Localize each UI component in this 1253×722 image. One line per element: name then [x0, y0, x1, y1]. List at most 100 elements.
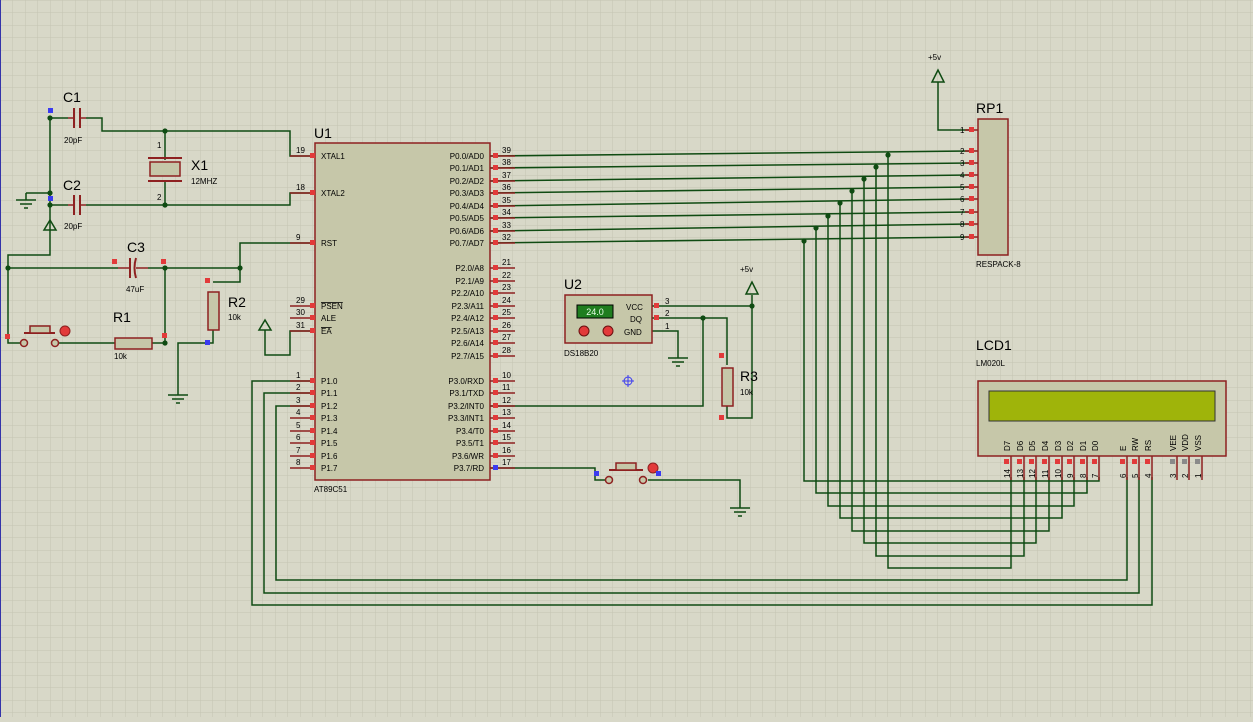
- wire-d0-lcd: [887, 155, 1012, 569]
- u1-pin-marker-25: [493, 315, 498, 320]
- u1-pin-name-p0-6-ad6: P0.6/AD6: [450, 227, 485, 236]
- u1-pin-num-3: 3: [296, 396, 301, 405]
- u1-pin-name-psen: PSEN: [321, 302, 343, 311]
- crystal-x1[interactable]: 1 2 X1 12MHZ: [148, 141, 217, 202]
- u1-pin-num-4: 4: [296, 408, 301, 417]
- u1-pin-marker-1: [310, 378, 315, 383]
- u1-pin-name-p0-1-ad1: P0.1/AD1: [450, 164, 485, 173]
- u2-pin-num-1: 1: [665, 322, 670, 331]
- rp1-pin-num-8: 8: [960, 220, 965, 229]
- lcd1-pin-num-8: 8: [1079, 473, 1088, 478]
- u1-left-pins: 19XTAL118XTAL29RST29PSEN30ALE31EA1P1.02P…: [290, 146, 345, 473]
- wire-sw1-left: [7, 338, 20, 344]
- switch-knob-sw1[interactable]: [59, 325, 71, 337]
- lcd1-pin-marker-12: [1029, 459, 1034, 464]
- u1-pin-name-p1-0: P1.0: [321, 377, 338, 386]
- junction-dots: [5, 115, 891, 346]
- u1-pin-num-25: 25: [502, 308, 511, 317]
- power-arrow-left: [42, 218, 58, 231]
- u1-pin-num-21: 21: [502, 258, 511, 267]
- u2-temp-down-button[interactable]: [578, 325, 590, 337]
- u1-pin-name-p2-1-a9: P2.1/A9: [456, 277, 485, 286]
- rp1-pin-marker-7: [969, 209, 974, 214]
- lcd1-pin-name-d3: D3: [1054, 440, 1063, 451]
- u1-pin-num-39: 39: [502, 146, 511, 155]
- lcd1-pin-name-d7: D7: [1003, 440, 1012, 451]
- u1-pin-name-p3-7-rd: P3.7/RD: [454, 464, 484, 473]
- mcu-u1[interactable]: U1 AT89C51 19XTAL118XTAL29RST29PSEN30ALE…: [290, 125, 515, 494]
- lcd1-pin-num-4: 4: [1144, 473, 1153, 478]
- u2-temp-display: [576, 304, 614, 319]
- resistor-r3[interactable]: R3 10k: [719, 353, 758, 420]
- u1-pin-num-13: 13: [502, 408, 511, 417]
- label-r2: R2: [228, 294, 246, 310]
- value-r3: 10k: [740, 388, 754, 397]
- u1-pin-name-p1-2: P1.2: [321, 402, 338, 411]
- capacitor-c2[interactable]: C2 20pF: [48, 177, 86, 231]
- pushbutton-sw2[interactable]: [594, 462, 661, 485]
- junction-dot: [700, 315, 706, 321]
- u1-pin-name-ea: EA: [321, 327, 332, 336]
- u1-pin-marker-10: [493, 378, 498, 383]
- u2-pin-label-dq: DQ: [630, 315, 642, 324]
- pin-marker-u2-vcc: [654, 303, 659, 308]
- rp1-pin-marker-2: [969, 148, 974, 153]
- lcd1-pin-marker-4: [1145, 459, 1150, 464]
- u2-pin-num-3: 3: [665, 297, 670, 306]
- lcd1-pin-name-vss: VSS: [1194, 435, 1203, 451]
- junction-dot: [5, 265, 11, 271]
- junction-dot: [162, 202, 168, 208]
- u1-pin-name-p0-3-ad3: P0.3/AD3: [450, 189, 485, 198]
- lcd1-pin-num-1: 1: [1194, 473, 1203, 478]
- power-arrow-u2: [744, 280, 760, 295]
- sensor-u2[interactable]: 24.0 VCC DQ GND 3 2 1 U2 DS18B20: [564, 276, 670, 358]
- u1-pin-marker-33: [493, 228, 498, 233]
- u1-pin-name-p2-3-a11: P2.3/A11: [452, 302, 485, 311]
- u1-pin-num-5: 5: [296, 421, 301, 430]
- u1-pin-marker-34: [493, 215, 498, 220]
- u1-pin-marker-3: [310, 403, 315, 408]
- capacitor-c1[interactable]: C1 20pF: [48, 89, 86, 145]
- switch-knob-sw2[interactable]: [647, 462, 659, 474]
- u1-pin-marker-23: [493, 290, 498, 295]
- lcd1-pin-name-d1: D1: [1079, 440, 1088, 451]
- u2-temp-up-button[interactable]: [602, 325, 614, 337]
- u1-pin-marker-15: [493, 440, 498, 445]
- rp1-part-name: RESPACK-8: [976, 260, 1021, 269]
- pin-marker-sw2-left: [594, 471, 599, 476]
- rp1-pin-num-3: 3: [960, 159, 965, 168]
- u1-pin-marker-17: [493, 465, 498, 470]
- rp1-pin-marker-4: [969, 172, 974, 177]
- resistor-r2[interactable]: R2 10k: [205, 278, 246, 345]
- pin-marker-r3-bottom: [719, 415, 724, 420]
- u1-pin-name-p2-7-a15: P2.7/A15: [451, 352, 484, 361]
- capacitor-c3[interactable]: C3 47uF: [112, 239, 166, 294]
- lcd1-part-name: LM020L: [976, 359, 1005, 368]
- lcd1-pin-marker-1: [1195, 459, 1200, 464]
- lcd1-pin-marker-5: [1132, 459, 1137, 464]
- rp1-body[interactable]: [977, 118, 1009, 256]
- u1-pin-marker-13: [493, 415, 498, 420]
- pushbutton-sw1[interactable]: [5, 325, 71, 348]
- wire-r3-bottom: [726, 306, 753, 419]
- rp1-pin-num-6: 6: [960, 195, 965, 204]
- ground-symbol-u2: [668, 357, 688, 367]
- junction-dot: [801, 238, 807, 244]
- pin-marker-c1: [48, 108, 53, 113]
- wire-sw2-gnd: [648, 479, 741, 508]
- u1-body[interactable]: [314, 142, 491, 481]
- u1-pin-name-p1-5: P1.5: [321, 439, 338, 448]
- u1-pin-name-p3-3-int1: P3.3/INT1: [448, 414, 485, 423]
- rp1-pin-num-9: 9: [960, 233, 965, 242]
- lcd1-pin-name-d0: D0: [1091, 440, 1100, 451]
- value-c3: 47uF: [126, 285, 144, 294]
- junction-dot: [237, 265, 243, 271]
- resistor-r1[interactable]: R1 10k: [113, 309, 167, 361]
- lcd1-pin-num-11: 11: [1041, 469, 1050, 478]
- u1-pin-marker-36: [493, 190, 498, 195]
- lcd-lcd1[interactable]: LCD1 LM020L D714D613D512D411D310D29D18D0…: [976, 337, 1227, 480]
